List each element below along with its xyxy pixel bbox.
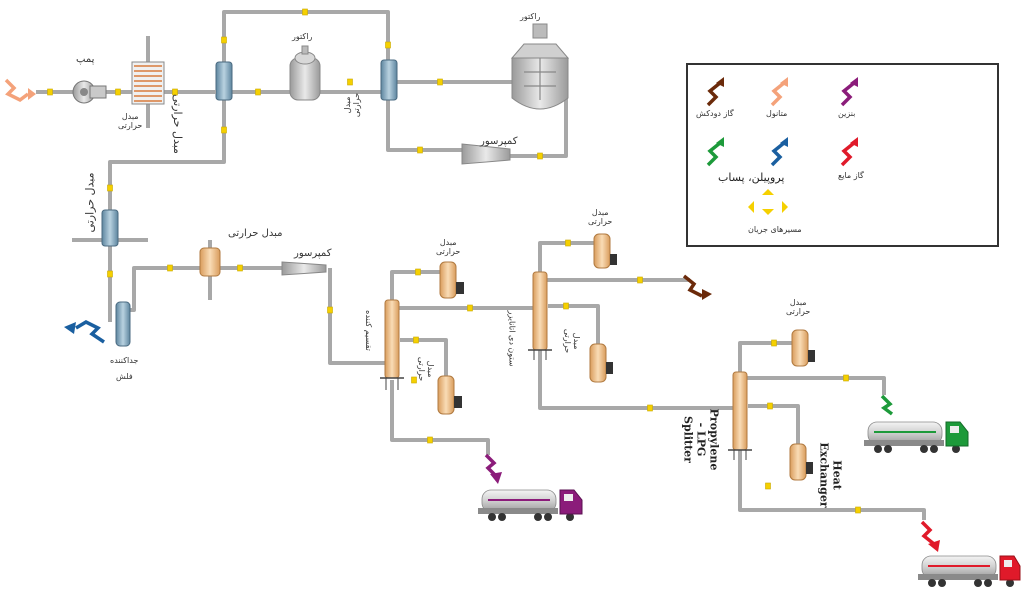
heat-exchanger-3-icon bbox=[380, 59, 398, 101]
hx5-label: مبدل حرارتی bbox=[228, 228, 283, 239]
heat-exchanger-7-icon bbox=[437, 375, 462, 415]
legend-propylene-water-label: پروپیلن، پساب bbox=[718, 171, 785, 184]
pipe-col3-bottom bbox=[738, 450, 926, 520]
compressor-1-icon bbox=[461, 143, 511, 165]
gasoline-legend-head-icon bbox=[850, 77, 858, 87]
hx7-label: مبدل حرارتی bbox=[417, 356, 436, 382]
compressor-2-icon bbox=[281, 261, 327, 276]
reactor-1-label: راکتور bbox=[292, 32, 313, 41]
heat-exchanger-10-icon bbox=[791, 329, 815, 367]
gasoline-arrow-icon bbox=[484, 453, 498, 478]
hx2-label: مبدل حرارتی bbox=[171, 94, 184, 154]
reactor-1-icon bbox=[289, 45, 321, 101]
gasoline-legend-icon bbox=[840, 81, 856, 107]
propylene-legend-head-icon bbox=[780, 137, 788, 147]
pipe-comp2-out bbox=[328, 268, 390, 365]
legend-flow-path-label: مسیرهای جریان bbox=[748, 225, 802, 234]
flue-gas-legend-head-icon bbox=[716, 77, 724, 87]
propylene-lpg-splitter-icon bbox=[728, 371, 752, 460]
methanol-legend-icon bbox=[770, 81, 786, 107]
heat-exchanger-4-icon bbox=[72, 209, 148, 247]
heat-exchanger-6-icon bbox=[439, 261, 464, 299]
propylene-legend-icon bbox=[770, 141, 786, 167]
pipe-flash-out bbox=[108, 266, 285, 322]
propylene-outlet-arrowhead-icon bbox=[64, 322, 76, 334]
lpg-truck-icon bbox=[917, 555, 1021, 588]
compressor-2-label: کمپرسور bbox=[294, 248, 332, 259]
hx9-label: مبدل حرارتی bbox=[563, 328, 582, 354]
heat-exchanger-9-icon bbox=[589, 343, 613, 383]
flash-separator-icon bbox=[115, 301, 131, 347]
lpg-legend-head-icon bbox=[850, 137, 858, 147]
lpg-arrow-icon bbox=[920, 520, 936, 546]
methanol-legend-head-icon bbox=[780, 77, 788, 87]
hx6-label: مبدل حرارتی bbox=[436, 238, 461, 256]
propylene-water-truck-icon bbox=[863, 421, 969, 454]
hx1-label: مبدل حرارتی bbox=[118, 112, 143, 130]
legend-icons bbox=[706, 77, 858, 215]
heat-exchanger-2-icon bbox=[205, 61, 233, 101]
flue-gas-legend-icon bbox=[706, 81, 722, 107]
methanol-feed-arrowhead-icon bbox=[28, 88, 36, 100]
deethanizer-label: ستون دی اتانایزر bbox=[507, 310, 517, 367]
legend-gasoline-label: بنزین bbox=[838, 109, 856, 118]
flash-label-2: فلش bbox=[116, 372, 133, 381]
divider-label: تقسیم کننده bbox=[363, 310, 373, 351]
flow-path-legend-icon bbox=[748, 189, 788, 215]
hx10-label: مبدل حرارتی bbox=[786, 298, 811, 316]
flue-gas-outlet-arrowhead-icon bbox=[702, 289, 712, 300]
reactor-2-label: راکتور bbox=[520, 12, 541, 21]
hx4-label: مبدل حرارتی bbox=[83, 172, 97, 233]
hx3-label: مبدل حرارتی bbox=[343, 92, 362, 118]
pump-icon bbox=[72, 80, 107, 104]
pipe-col2-bottom bbox=[538, 350, 740, 410]
water-legend-icon bbox=[706, 141, 722, 167]
lpg-arrowhead-icon bbox=[928, 540, 940, 552]
heat-exchanger-label: Heat Exchanger bbox=[817, 442, 844, 508]
water-legend-head-icon bbox=[716, 137, 724, 147]
heat-exchanger-5-icon bbox=[199, 240, 221, 300]
propylene-outlet-arrow-icon bbox=[75, 320, 105, 344]
legend-lpg-label: گاز مایع bbox=[838, 171, 864, 180]
legend: گاز دودکش متانول بنزین پروپیلن، پساب گاز… bbox=[686, 63, 999, 247]
flue-gas-outlet-arrow-icon bbox=[682, 274, 703, 298]
divider-column-icon bbox=[380, 299, 404, 390]
pipe-col3-top bbox=[738, 341, 802, 380]
pipe-col3-out bbox=[740, 376, 886, 395]
propylene-water-arrow-icon bbox=[880, 394, 894, 416]
lpg-legend-icon bbox=[840, 141, 856, 167]
gasoline-arrowhead-icon bbox=[490, 472, 502, 484]
pump-label: پمپ bbox=[76, 54, 95, 65]
deethanizer-column-icon bbox=[528, 271, 552, 360]
hx8-label: مبدل حرارتی bbox=[588, 208, 613, 226]
pipe-col1-bottom bbox=[390, 380, 490, 455]
flash-label-1: جداکننده bbox=[110, 356, 139, 365]
legend-methanol-label: متانول bbox=[766, 109, 788, 118]
reactor-2-icon bbox=[510, 23, 570, 110]
gasoline-truck-icon bbox=[477, 489, 583, 522]
pipe-col3-side bbox=[748, 404, 800, 445]
heat-exchanger-11-icon bbox=[789, 443, 813, 481]
heat-exchanger-1-icon bbox=[131, 36, 165, 128]
compressor-1-label: کمپرسور bbox=[480, 136, 518, 147]
methanol-feed-arrow-icon bbox=[4, 78, 30, 103]
heat-exchanger-8-icon bbox=[593, 233, 617, 269]
legend-flue-gas-label: گاز دودکش bbox=[696, 109, 734, 118]
splitter-label: Propylene - LPG Splitter bbox=[681, 408, 721, 471]
